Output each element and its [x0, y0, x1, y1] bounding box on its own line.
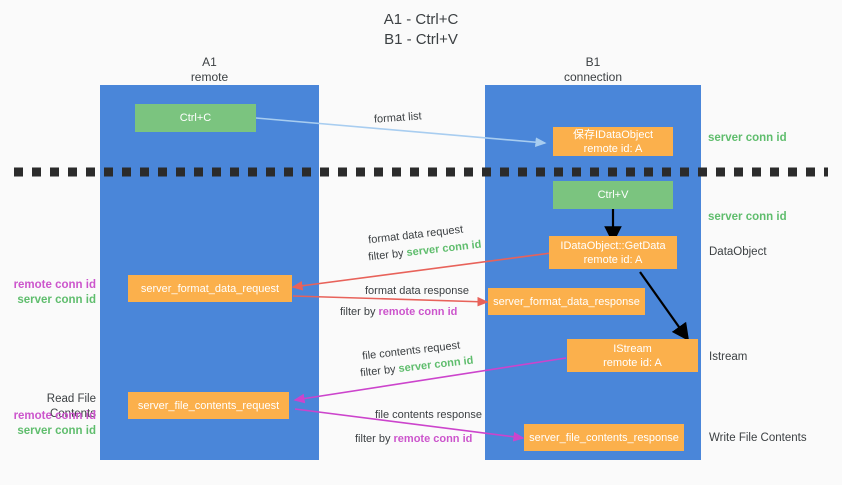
page-title: A1 - Ctrl+C B1 - Ctrl+V	[0, 10, 842, 50]
left-label-read-file-contents: Read File Contents	[46, 393, 96, 420]
edge-label-filter-prefix-1: filter by	[367, 247, 408, 264]
title-line-2: B1 - Ctrl+V	[384, 31, 458, 48]
node-save-idataobject[interactable]: 保存IDataObject remote id: A	[553, 127, 673, 156]
node-istream[interactable]: IStream remote id: A	[567, 339, 698, 372]
left-label-remote-conn-id-1: remote conn id	[13, 279, 96, 291]
node-idataobject-getdata[interactable]: IDataObject::GetData remote id: A	[549, 236, 677, 269]
left-label-conn-stack-2: remote conn id server conn id	[0, 409, 96, 439]
left-label-conn-stack-1: remote conn id server conn id	[0, 278, 96, 308]
lane-header-a1: A1 remote	[190, 55, 229, 84]
edge-label-filter-prefix-4: filter by	[355, 433, 394, 445]
left-label-remote-conn-id-2: remote conn id	[13, 410, 96, 422]
edge-label-filter-term-2: remote conn id	[378, 306, 458, 318]
right-label-dataobject: DataObject	[709, 246, 767, 258]
left-label-server-conn-id-1: server conn id	[17, 294, 96, 306]
edge-label-format-list: format list	[373, 110, 423, 126]
node-server-format-data-response[interactable]: server_format_data_response	[488, 288, 645, 315]
title-line-1: A1 - Ctrl+C	[383, 11, 459, 28]
edge-label-filter-term-4: remote conn id	[393, 433, 473, 445]
edge-label-file-contents-response-line2: filter by remote conn id	[355, 432, 472, 447]
edge-label-format-data-response-line2: filter by remote conn id	[340, 305, 457, 320]
edge-label-file-contents-response-line1: file contents response	[375, 409, 483, 421]
edge-label-format-data-response-line1: format data response	[365, 285, 469, 297]
node-server-file-contents-request[interactable]: server_file_contents_request	[128, 392, 289, 419]
right-label-write-file-contents: Write File Contents	[709, 432, 807, 444]
right-label-server-conn-id-2: server conn id	[708, 211, 787, 223]
node-server-format-data-request[interactable]: server_format_data_request	[128, 275, 292, 302]
edge-label-filter-prefix-3: filter by	[359, 363, 400, 380]
node-server-file-contents-response[interactable]: server_file_contents_response	[524, 424, 684, 451]
right-label-server-conn-id-1: server conn id	[708, 132, 787, 144]
left-label-server-conn-id-2: server conn id	[17, 425, 96, 437]
lane-header-b1: B1 connection	[563, 55, 623, 84]
node-ctrl-v[interactable]: Ctrl+V	[553, 181, 673, 209]
edge-label-filter-prefix-2: filter by	[340, 306, 379, 318]
right-label-istream: Istream	[709, 351, 748, 363]
node-ctrl-c[interactable]: Ctrl+C	[135, 104, 256, 132]
